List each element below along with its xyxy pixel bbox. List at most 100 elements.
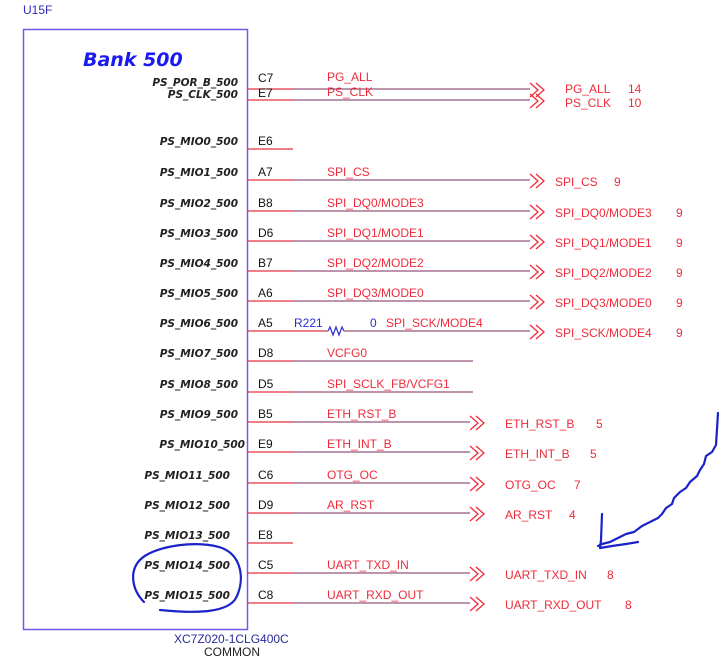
- part-number: XC7Z020-1CLG400C: [174, 632, 289, 646]
- pin-name: PS_MIO9_500: [160, 409, 238, 421]
- pin-name: PS_MIO12_500: [144, 500, 230, 512]
- pin-ball-number: C7: [258, 71, 274, 85]
- port-label[interactable]: SPI_DQ0/MODE3: [555, 206, 652, 220]
- offpage-connector-icon[interactable]: [529, 82, 545, 98]
- offpage-connector-icon[interactable]: [529, 234, 545, 250]
- net-label: PG_ALL: [327, 70, 373, 84]
- sheet-reference[interactable]: 9: [676, 236, 683, 250]
- annotation-circle: [132, 543, 242, 613]
- pin-ball-number: E6: [258, 134, 273, 148]
- offpage-connector-icon[interactable]: [469, 415, 485, 431]
- pin-name: PS_MIO13_500: [144, 530, 230, 542]
- sheet-reference[interactable]: 9: [676, 206, 683, 220]
- pin-ball-number: C5: [258, 558, 274, 572]
- port-label[interactable]: SPI_CS: [555, 175, 598, 189]
- net-label: SPI_DQ2/MODE2: [327, 256, 424, 270]
- component-body[interactable]: [22, 28, 249, 631]
- net-label: SPI_SCLK_FB/VCFG1: [327, 377, 450, 391]
- port-label[interactable]: SPI_DQ3/MODE0: [555, 296, 652, 310]
- pin-name: PS_MIO0_500: [160, 136, 238, 148]
- pin-ball-number: D8: [258, 346, 274, 360]
- pin-name: PS_MIO8_500: [160, 379, 238, 391]
- sheet-reference[interactable]: 5: [596, 417, 603, 431]
- pin-name: PS_MIO6_500: [160, 318, 238, 330]
- port-label[interactable]: UART_RXD_OUT: [505, 598, 602, 612]
- pin-name: PS_MIO4_500: [160, 258, 238, 270]
- sheet-reference[interactable]: 4: [569, 508, 576, 522]
- sheet-reference[interactable]: 14: [628, 82, 642, 96]
- port-label[interactable]: SPI_SCK/MODE4: [555, 326, 652, 340]
- sheet-reference[interactable]: 7: [574, 478, 581, 492]
- pin-ball-number: E8: [258, 528, 273, 542]
- pin-ball-number: E7: [258, 86, 273, 100]
- sheet-reference[interactable]: 8: [625, 598, 632, 612]
- annotation-arrow: [596, 411, 720, 550]
- net-label: AR_RST: [327, 498, 375, 512]
- offpage-connector-icon[interactable]: [469, 566, 485, 582]
- net-label: UART_RXD_OUT: [327, 588, 424, 602]
- pin-ball-number: B5: [258, 407, 273, 421]
- offpage-connector-icon[interactable]: [469, 506, 485, 522]
- pin-ball-number: B7: [258, 256, 273, 270]
- resistor-symbol[interactable]: [327, 325, 345, 337]
- net-label: VCFG0: [327, 346, 367, 360]
- pin-name: PS_MIO15_500: [144, 590, 230, 602]
- pin-ball-number: D5: [258, 377, 274, 391]
- pin-name: PS_MIO3_500: [160, 228, 238, 240]
- net-label: SPI_SCK/MODE4: [386, 316, 483, 330]
- pin-ball-number: A7: [258, 165, 273, 179]
- pin-name: PS_CLK_500: [168, 89, 238, 101]
- net-label: ETH_INT_B: [327, 437, 392, 451]
- port-label[interactable]: SPI_DQ1/MODE1: [555, 236, 652, 250]
- net-label: UART_TXD_IN: [327, 558, 409, 572]
- offpage-connector-icon[interactable]: [469, 445, 485, 461]
- sheet-reference[interactable]: 9: [676, 266, 683, 280]
- port-label[interactable]: ETH_INT_B: [505, 447, 570, 461]
- net-label: SPI_DQ3/MODE0: [327, 286, 424, 300]
- offpage-connector-icon[interactable]: [529, 204, 545, 220]
- pin-ball-number: D6: [258, 226, 274, 240]
- sheet-reference[interactable]: 9: [676, 326, 683, 340]
- pin-ball-number: E9: [258, 437, 273, 451]
- sheet-reference[interactable]: 5: [590, 447, 597, 461]
- net-label: PS_CLK: [327, 85, 373, 99]
- port-label[interactable]: AR_RST: [505, 508, 553, 522]
- sheet-reference[interactable]: 9: [614, 175, 621, 189]
- offpage-connector-icon[interactable]: [529, 324, 545, 340]
- offpage-connector-icon[interactable]: [529, 294, 545, 310]
- resistor-ref: R221: [294, 316, 323, 330]
- offpage-connector-icon[interactable]: [529, 93, 545, 109]
- port-label[interactable]: ETH_RST_B: [505, 417, 574, 431]
- port-label[interactable]: SPI_DQ2/MODE2: [555, 266, 652, 280]
- port-label[interactable]: PG_ALL: [565, 82, 611, 96]
- pin-name: PS_MIO5_500: [160, 288, 238, 300]
- net-label: SPI_DQ1/MODE1: [327, 226, 424, 240]
- offpage-connector-icon[interactable]: [529, 173, 545, 189]
- pin-name: PS_MIO10_500: [159, 439, 245, 451]
- offpage-connector-icon[interactable]: [529, 264, 545, 280]
- port-label[interactable]: PS_CLK: [565, 96, 611, 110]
- net-label: SPI_CS: [327, 165, 370, 179]
- offpage-connector-icon[interactable]: [469, 596, 485, 612]
- pin-ball-number: D9: [258, 498, 274, 512]
- port-label[interactable]: OTG_OC: [505, 478, 556, 492]
- port-label[interactable]: UART_TXD_IN: [505, 568, 587, 582]
- sheet-reference[interactable]: 9: [676, 296, 683, 310]
- sheet-reference[interactable]: 10: [628, 96, 642, 110]
- offpage-connector-icon[interactable]: [469, 476, 485, 492]
- sheet-reference[interactable]: 8: [607, 568, 614, 582]
